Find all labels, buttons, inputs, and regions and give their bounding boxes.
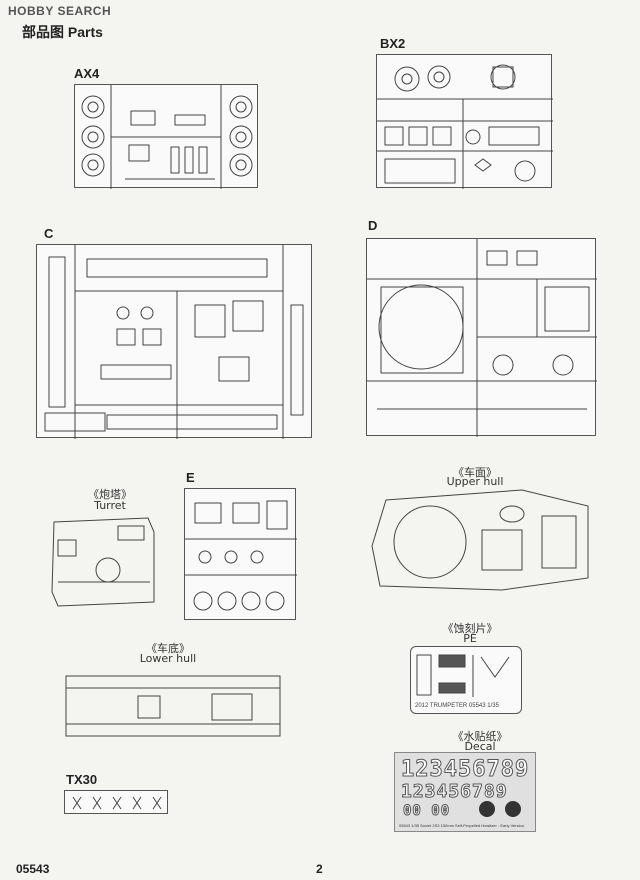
sprue-c-label: C bbox=[44, 226, 54, 241]
sprue-tx30-label: TX30 bbox=[66, 772, 98, 787]
turret-drawing bbox=[51, 517, 155, 607]
turret-title-en: Turret bbox=[94, 499, 126, 512]
decal-emblem-icon bbox=[479, 801, 495, 817]
sprue-bx2-label: BX2 bbox=[380, 36, 406, 51]
pe-caption: 2012 TRUMPETER 05543 1/35 bbox=[415, 703, 499, 709]
turret-title-cn: 《炮塔》 bbox=[88, 488, 132, 501]
decal-title-en: Decal bbox=[464, 740, 496, 753]
sprue-tx30 bbox=[64, 790, 168, 814]
decal-title-cn: 《水贴纸》 bbox=[452, 730, 508, 743]
page-title: 部品图 Parts bbox=[22, 24, 103, 40]
decal-numbers-row-1: 123456789 bbox=[400, 757, 530, 783]
pe-title-en: PE bbox=[463, 632, 477, 645]
decal-emblem-icon-2 bbox=[505, 801, 521, 817]
sprue-ax4-drawing bbox=[81, 85, 253, 189]
lower-hull-title-cn: 《车底》 bbox=[146, 642, 190, 655]
lower-hull-title-en: Lower hull bbox=[139, 652, 197, 665]
upper-hull-title-cn: 《车面》 bbox=[453, 466, 497, 479]
sprue-c bbox=[36, 244, 312, 439]
sprue-c-drawing bbox=[44, 245, 304, 439]
watermark-logo: HOBBY SEARCH bbox=[8, 4, 111, 18]
sprue-e bbox=[184, 488, 297, 620]
footer-code: 05543 bbox=[16, 862, 50, 876]
sprue-d-label: D bbox=[368, 218, 378, 233]
sprue-d bbox=[366, 238, 597, 437]
lower-hull-drawing bbox=[65, 675, 281, 737]
sprue-ax4-label: AX4 bbox=[74, 66, 100, 81]
upper-hull-title-en: Upper hull bbox=[446, 475, 504, 488]
decal-caption: 05543 1/35 Soviet 2S3 152mm Self-Propell… bbox=[399, 823, 524, 828]
sprue-bx2 bbox=[376, 54, 553, 189]
sprue-d-drawing bbox=[367, 239, 597, 437]
sprue-bx2-drawing bbox=[377, 64, 553, 189]
upper-hull-drawing bbox=[371, 489, 589, 591]
sprue-e-drawing bbox=[185, 500, 297, 611]
pe-title-cn: 《蚀刻片》 bbox=[442, 622, 498, 635]
decal-sheet: 123456789 123456789 00 00 05543 1/35 Sov… bbox=[394, 752, 536, 832]
watermark-text: HOBBY SEARCH bbox=[8, 4, 112, 18]
sprue-e-label: E bbox=[186, 470, 195, 485]
sprue-ax4 bbox=[74, 84, 258, 189]
decal-numbers-row-3: 00 00 bbox=[402, 803, 451, 820]
pe-fret-drawing bbox=[416, 654, 510, 697]
sprue-tx30-drawing bbox=[72, 796, 162, 810]
pe-fret: 2012 TRUMPETER 05543 1/35 bbox=[410, 646, 522, 714]
page-number: 2 bbox=[316, 862, 323, 876]
decal-numbers-row-2: 123456789 bbox=[401, 781, 508, 803]
